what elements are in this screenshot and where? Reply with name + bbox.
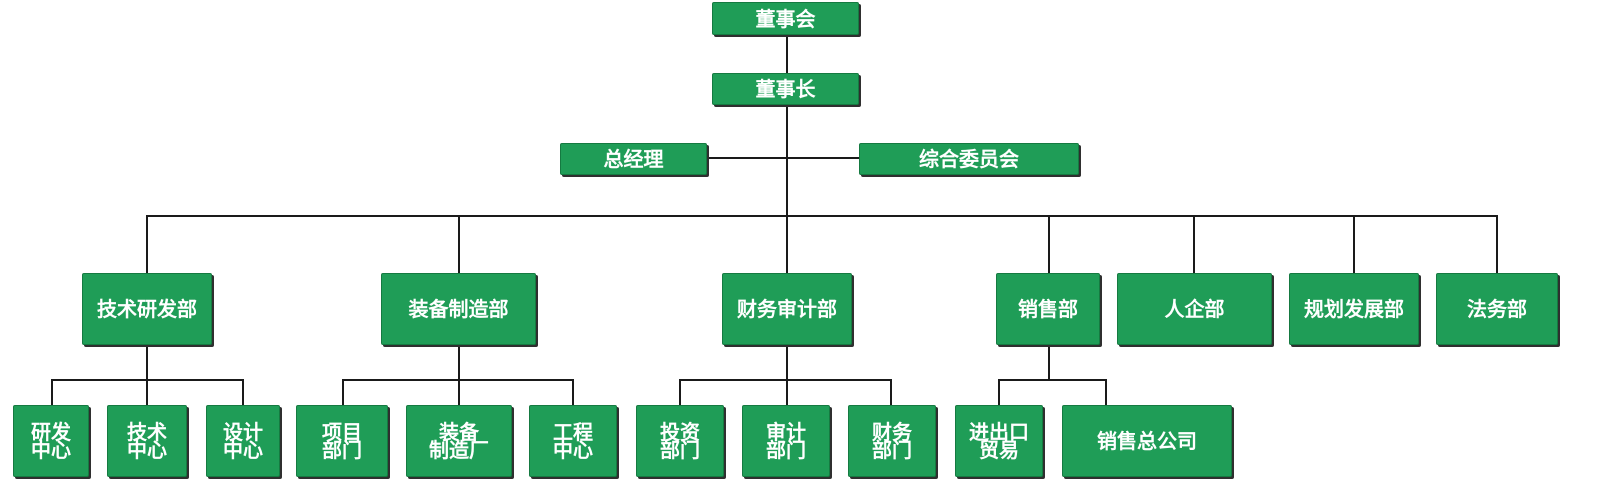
connector-sales-bus	[998, 379, 1107, 381]
node-sales: 销售部	[996, 273, 1100, 345]
connector-equipment-down	[458, 345, 460, 381]
node-hr: 人企部	[1117, 273, 1272, 345]
node-design-center: 设计 中心	[206, 405, 280, 477]
connector-drop-sales	[1048, 215, 1050, 273]
node-rd-center: 研发 中心	[13, 405, 89, 477]
node-general-committee: 综合委员会	[859, 143, 1079, 175]
connector-tech-center	[146, 379, 148, 405]
node-equipment-mfg: 装备制造部	[381, 273, 536, 345]
node-planning: 规划发展部	[1289, 273, 1419, 345]
connector-side-branch	[706, 157, 860, 159]
connector-equipment-factory	[458, 379, 460, 405]
connector-sales-company	[1105, 379, 1107, 405]
node-finance-dept: 财务 部门	[848, 405, 936, 477]
connector-drop-equipment	[458, 215, 460, 273]
connector-drop-legal	[1496, 215, 1498, 273]
node-finance-audit: 财务审计部	[722, 273, 852, 345]
connector-project-dept	[342, 379, 344, 405]
connector-finance-bus	[679, 379, 892, 381]
node-tech-center: 技术 中心	[107, 405, 187, 477]
node-legal: 法务部	[1436, 273, 1558, 345]
connector-finance-down	[786, 345, 788, 381]
connector-drop-finance	[786, 215, 788, 273]
node-equipment-factory: 装备 制造厂	[406, 405, 512, 477]
connector-engineering-center	[572, 379, 574, 405]
connector-audit-dept	[786, 379, 788, 405]
node-general-manager: 总经理	[560, 143, 707, 175]
node-board: 董事会	[712, 2, 859, 35]
connector-department-bus	[146, 215, 1498, 217]
connector-drop-tech-rd	[146, 215, 148, 273]
connector-drop-planning	[1353, 215, 1355, 273]
connector-import-export	[998, 379, 1000, 405]
node-audit-dept: 审计 部门	[742, 405, 830, 477]
connector-design-center	[242, 379, 244, 405]
connector-drop-hr	[1193, 215, 1195, 273]
connector-investment-dept	[679, 379, 681, 405]
connector-finance-dept	[890, 379, 892, 405]
connector-rd-center	[51, 379, 53, 405]
node-chairman: 董事长	[712, 73, 859, 105]
node-tech-rd: 技术研发部	[82, 273, 212, 345]
node-sales-company: 销售总公司	[1062, 405, 1232, 477]
node-investment-dept: 投资 部门	[636, 405, 724, 477]
connector-sales-down	[1048, 345, 1050, 381]
connector-chairman-trunk	[786, 105, 788, 217]
node-engineering-center: 工程 中心	[529, 405, 617, 477]
connector-tech-rd-down	[146, 345, 148, 381]
node-import-export: 进出口 贸易	[955, 405, 1043, 477]
connector-board-chairman	[786, 35, 788, 73]
node-project-dept: 项目 部门	[296, 405, 388, 477]
